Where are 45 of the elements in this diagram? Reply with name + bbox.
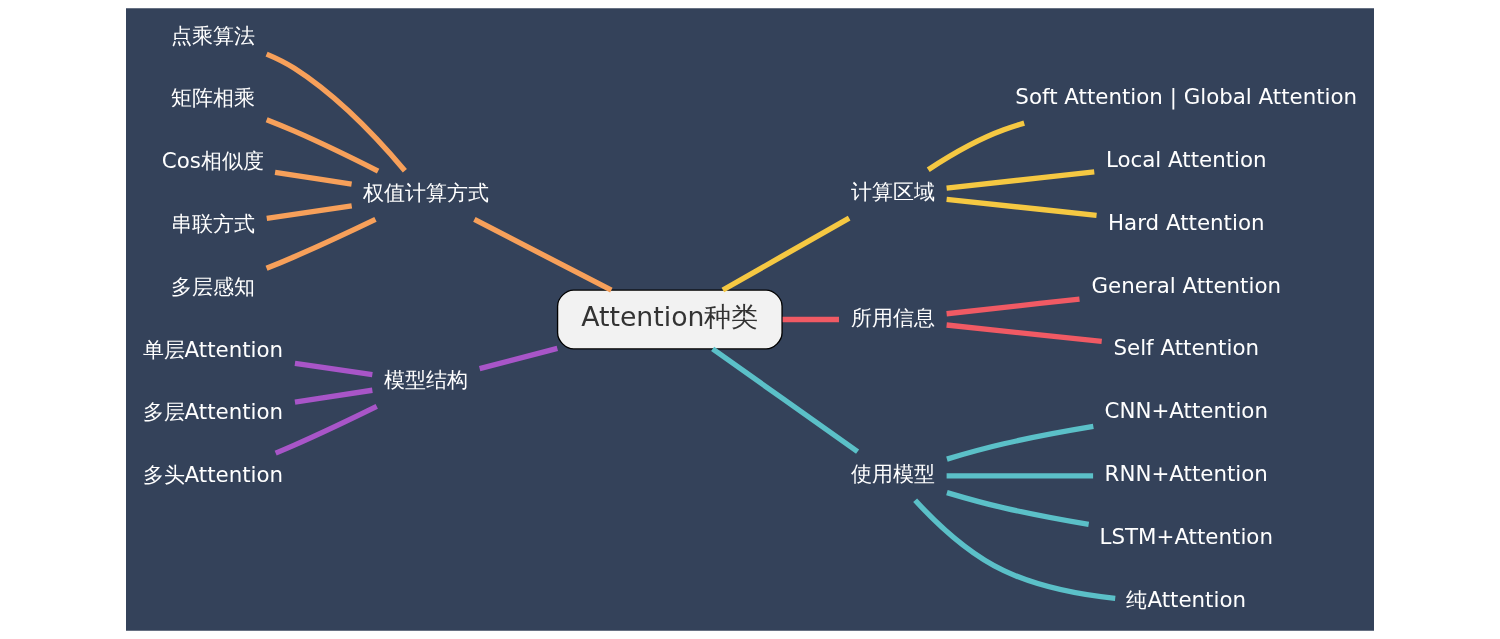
node-text: 使用模型: [850, 460, 935, 486]
node-text: Local Attention: [1105, 146, 1267, 172]
connector: [721, 215, 851, 293]
connector: [711, 346, 860, 454]
connector: [265, 216, 377, 271]
connector: [478, 345, 558, 372]
node-text: 单层Attention: [142, 336, 284, 362]
node-text: 点乘算法: [170, 22, 255, 48]
connector: [265, 117, 380, 174]
node-text: Soft Attention | Global Attention: [1015, 84, 1358, 110]
node-text: 计算区域: [850, 178, 935, 204]
connector: [926, 120, 1025, 172]
node-text: LSTM+Attention: [1099, 523, 1273, 549]
node-box: Attention种类: [556, 289, 783, 350]
connector: [782, 316, 839, 323]
node-text: General Attention: [1091, 272, 1282, 298]
node-text: 多层Attention: [142, 399, 284, 425]
connector: [265, 51, 407, 173]
connector: [294, 387, 373, 405]
node-text: CNN+Attention: [1104, 398, 1268, 424]
connector: [946, 169, 1095, 191]
connector: [946, 296, 1080, 317]
node-text: 串联方式: [170, 211, 255, 237]
connector: [946, 490, 1090, 528]
node-text: Cos相似度: [161, 148, 264, 174]
node-text: Self Attention: [1113, 335, 1260, 361]
connector: [946, 196, 1097, 218]
connector: [946, 473, 1094, 479]
node-text: 纯Attention: [1126, 586, 1247, 612]
connector: [946, 423, 1094, 462]
node-text: 多层感知: [170, 273, 255, 299]
node-text: 权值计算方式: [362, 180, 489, 206]
connector: [294, 360, 373, 378]
connector: [946, 322, 1102, 345]
node-text: RNN+Attention: [1104, 460, 1268, 486]
connector: [473, 217, 613, 293]
node-text: 所用信息: [850, 304, 935, 330]
connector: [274, 403, 378, 456]
connector: [266, 203, 353, 221]
node-text: 多头Attention: [142, 462, 284, 488]
connector: [913, 498, 1116, 602]
node-text: 模型结构: [383, 367, 468, 393]
node-text: 矩阵相乘: [170, 85, 255, 111]
connector: [274, 169, 352, 187]
node-text: Hard Attention: [1108, 209, 1265, 235]
